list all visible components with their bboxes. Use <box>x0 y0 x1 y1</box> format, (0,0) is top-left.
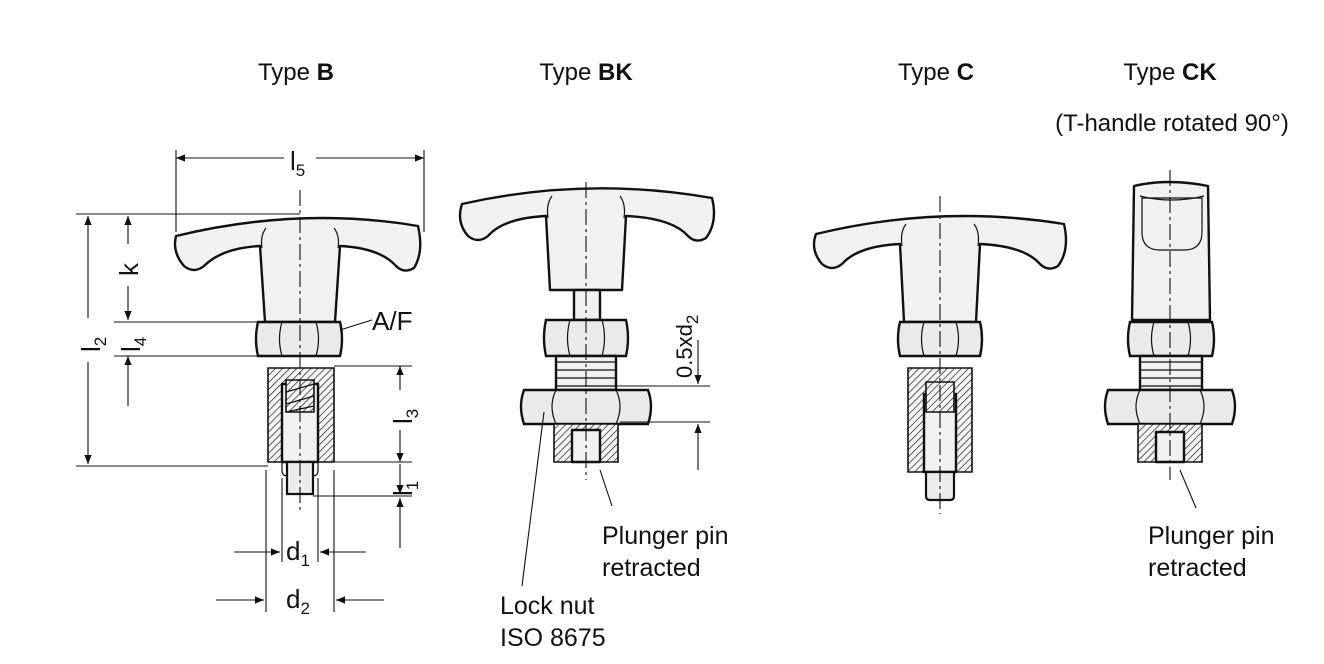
dim-l5: l5 <box>290 146 305 180</box>
drawing-type-ck <box>1103 170 1237 509</box>
t-handle-b <box>173 216 422 324</box>
dim-l3: l3 <box>388 409 422 424</box>
drawing-type-c <box>812 196 1068 514</box>
drawing-type-bk <box>458 182 716 587</box>
title-type-c: Type C <box>898 59 974 86</box>
t-handle-c <box>812 214 1068 324</box>
stem-bk <box>572 288 602 322</box>
hex-nut-b <box>254 320 344 358</box>
t-handle-ck-rotated <box>1130 180 1212 322</box>
dimension-bk-half-d2: 0.5xd2 <box>616 315 710 470</box>
dimensions-type-b: l5 l2 k l4 A/F l3 l1 <box>76 146 425 618</box>
dim-l1: l1 <box>388 481 422 496</box>
t-handle-bk <box>458 187 716 292</box>
dim-af: A/F <box>372 306 412 336</box>
title-type-b: Type B <box>258 59 334 86</box>
title-type-bk: Type BK <box>539 59 633 86</box>
dim-k: k <box>114 262 144 276</box>
dim-l4: l4 <box>116 337 150 352</box>
drawing-type-b <box>173 190 422 510</box>
bk-plunger-pin-label-1: Plunger pin <box>602 522 728 550</box>
title-type-ck: Type CK <box>1123 59 1217 86</box>
title-type-ck-note: (T-handle rotated 90°) <box>1055 110 1289 137</box>
lock-nut-label-2: ISO 8675 <box>500 624 606 652</box>
dim-d1: d1 <box>286 536 310 570</box>
lock-nut-label-1: Lock nut <box>500 592 595 620</box>
hex-nut-ck <box>1126 320 1216 358</box>
bk-plunger-pin-label-2: retracted <box>602 554 701 582</box>
plunger-pin-b <box>285 460 315 496</box>
dim-d2: d2 <box>286 584 310 618</box>
dim-half-d2: 0.5xd2 <box>672 315 702 378</box>
dim-l2: l2 <box>76 337 110 352</box>
ck-plunger-pin-label-1: Plunger pin <box>1148 522 1274 550</box>
ck-plunger-pin-label-2: retracted <box>1148 554 1247 582</box>
